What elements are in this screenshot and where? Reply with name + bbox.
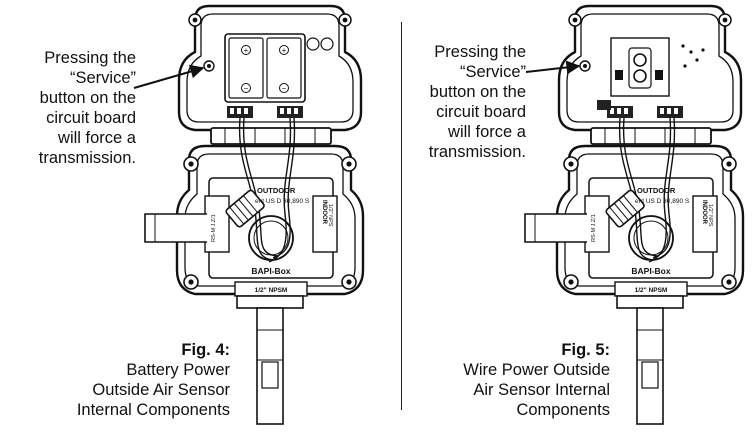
fig5-outdoor-label: OUTDOOR bbox=[637, 186, 676, 195]
svg-text:+: + bbox=[244, 46, 249, 55]
right-callout-line-4: circuit board bbox=[436, 103, 526, 121]
left-callout-line-6: transmission. bbox=[38, 149, 136, 167]
fig4-caption-line-2: Outside Air Sensor bbox=[92, 381, 230, 399]
fig5-caption-line-1: Wire Power Outside bbox=[463, 361, 610, 379]
left-callout-line-3: button on the bbox=[39, 89, 136, 107]
fig5-caption-line-2: Air Sensor Internal bbox=[473, 381, 610, 399]
fig4-caption-line-1: Battery Power bbox=[126, 361, 230, 379]
right-callout: Pressing the “Service” button on the cir… bbox=[408, 42, 526, 162]
fig5-enclosure: OUTDOOR ent US D 30,890 S BAPI-Box 1/2" … bbox=[523, 4, 745, 426]
right-callout-line-2: “Service” bbox=[459, 63, 526, 81]
fig5-npsm-label: 1/2" NPSM bbox=[635, 287, 668, 294]
svg-text:+: + bbox=[282, 46, 287, 55]
fig5-rs-left-label: RS-M J.Z/1 bbox=[591, 214, 597, 242]
battery-holder bbox=[224, 33, 306, 103]
right-callout-line-1: Pressing the bbox=[434, 43, 526, 61]
fig4-caption-line-3: Internal Components bbox=[76, 401, 230, 419]
left-callout: Pressing the “Service” button on the cir… bbox=[18, 48, 136, 168]
fig5-title: Fig. 5: bbox=[561, 341, 610, 359]
right-callout-line-6: transmission. bbox=[428, 143, 526, 161]
fig4-brand-label: BAPI-Box bbox=[251, 266, 290, 276]
left-callout-line-2: “Service” bbox=[69, 69, 136, 87]
fig4-outdoor-label: OUTDOOR bbox=[257, 186, 296, 195]
fig5-caption-line-3: Components bbox=[516, 401, 610, 419]
fig5-callout-arrow bbox=[525, 60, 581, 75]
fig4-npsm-label: 1/2" NPSM bbox=[255, 287, 288, 294]
svg-text:−: − bbox=[282, 84, 287, 93]
fig5-rs-right-label: 1/2" NPS bbox=[707, 204, 713, 227]
fig4-title: Fig. 4: bbox=[181, 341, 230, 359]
left-callout-line-1: Pressing the bbox=[44, 49, 136, 67]
fig5-caption: Fig. 5: Wire Power Outside Air Sensor In… bbox=[420, 340, 610, 420]
fig4-enclosure: + + − − OUTDOOR ent US D 30,890 S BAPI-B… bbox=[143, 4, 365, 426]
fig4-part-label: ent US D 30,890 S bbox=[255, 198, 310, 205]
fig5-brand-label: BAPI-Box bbox=[631, 266, 670, 276]
fig4-caption: Fig. 4: Battery Power Outside Air Sensor… bbox=[40, 340, 230, 420]
left-callout-line-4: circuit board bbox=[46, 109, 136, 127]
fig4-rs-left-label: RS-M J.Z/1 bbox=[211, 214, 217, 242]
right-callout-line-3: button on the bbox=[429, 83, 526, 101]
fig5-indoor-label: INDOOR bbox=[701, 200, 707, 225]
svg-text:−: − bbox=[244, 84, 249, 93]
left-callout-line-5: will force a bbox=[58, 129, 136, 147]
fig5-part-label: ent US D 30,890 S bbox=[635, 198, 690, 205]
fig4-indoor-label: INDOOR bbox=[321, 200, 327, 225]
panel-divider bbox=[401, 22, 402, 410]
fig4-rs-right-label: 1/2" NPS bbox=[327, 204, 333, 227]
right-callout-line-5: will force a bbox=[448, 123, 526, 141]
fig4-callout-arrow bbox=[133, 64, 205, 89]
